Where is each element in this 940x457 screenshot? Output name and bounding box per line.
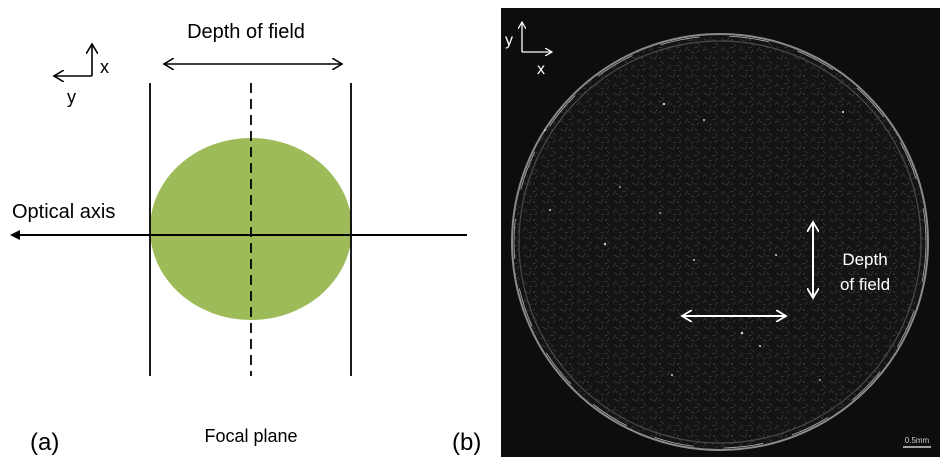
axis-y-label-a: y xyxy=(67,87,76,107)
optical-axis-label: Optical axis xyxy=(12,201,115,223)
specimen-edge xyxy=(511,33,929,451)
axes-icon-a xyxy=(54,44,92,76)
axis-y-label-b: y xyxy=(505,32,513,49)
focal-plane-label: Focal plane xyxy=(204,426,297,446)
scale-bar-label: 0.5mm xyxy=(905,436,930,445)
panel-a-label: (a) xyxy=(30,429,59,456)
speckles xyxy=(544,102,851,381)
panel-a: x y Depth of field Optical axis Focal pl… xyxy=(10,21,467,456)
axis-x-label-b: x xyxy=(537,61,545,78)
panel-b: y x Depth of field 0.5mm xyxy=(501,8,940,457)
axis-x-label-a: x xyxy=(100,57,109,77)
depth-of-field-label-a: Depth of field xyxy=(187,21,305,43)
depth-of-field-label-b-line2: of field xyxy=(840,275,890,294)
specimen-disc xyxy=(512,34,928,450)
axes-icon-b xyxy=(522,22,552,52)
panel-b-label: (b) xyxy=(452,429,481,456)
depth-of-field-label-b-line1: Depth xyxy=(842,250,887,269)
